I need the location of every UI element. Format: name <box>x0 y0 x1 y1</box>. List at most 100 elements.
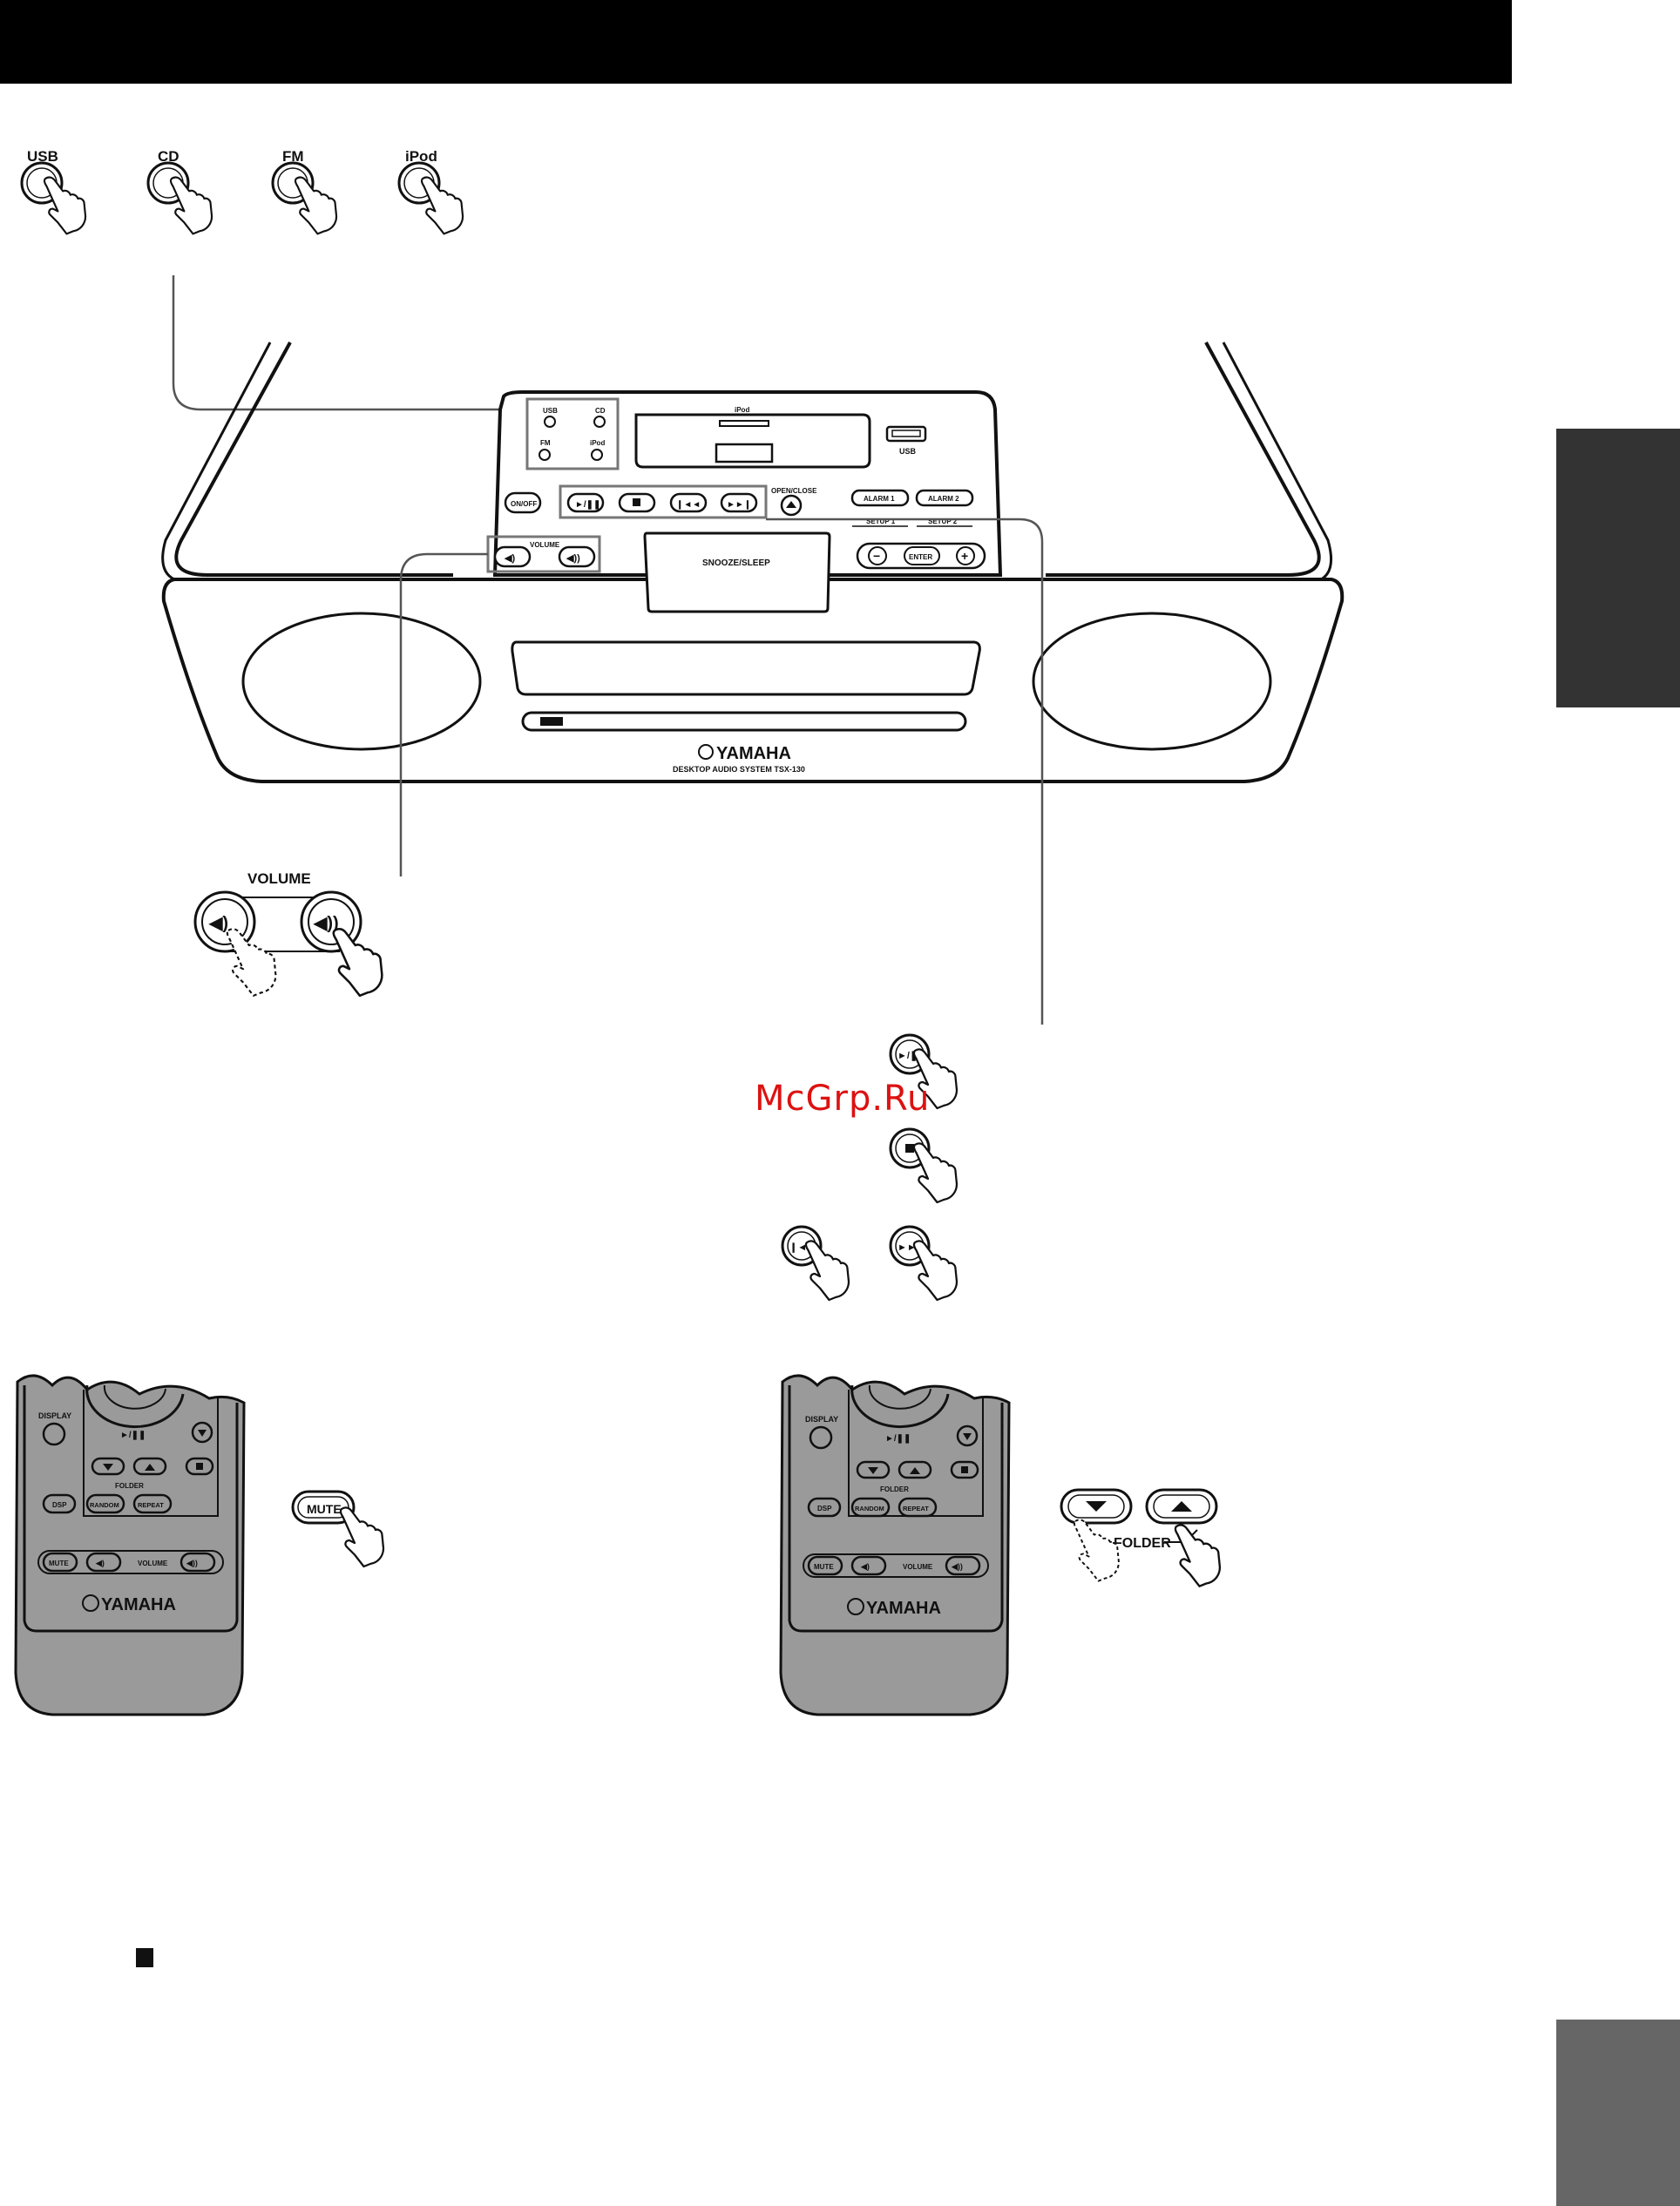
remote-volume-down-button[interactable] <box>850 1555 887 1576</box>
press-finger-icon <box>912 1142 959 1204</box>
remote-display-button[interactable] <box>809 1425 833 1450</box>
unit-skip-forward-button[interactable] <box>720 492 758 513</box>
remote-random-label: RANDOM <box>90 1501 119 1509</box>
press-finger-icon <box>294 176 338 235</box>
remote-random-label: RANDOM <box>855 1505 884 1512</box>
remote-mute-label: MUTE <box>814 1563 834 1571</box>
unit-src-fm-label: FM <box>540 439 551 447</box>
alarm2-button[interactable] <box>915 489 974 507</box>
folder-up-icon <box>145 1464 155 1471</box>
unit-volume-down-button[interactable] <box>493 545 532 568</box>
source-button-cd[interactable]: CD <box>146 148 213 235</box>
remote-dsp-label: DSP <box>52 1501 67 1509</box>
unit-src-usb-label: USB <box>543 407 558 415</box>
minus-button[interactable] <box>868 546 887 565</box>
enter-button[interactable] <box>904 546 940 565</box>
source-label-fm: FM <box>282 148 304 165</box>
source-button-fm[interactable]: FM <box>271 148 338 235</box>
remote-repeat-button[interactable] <box>898 1497 938 1518</box>
volume-callout-label: VOLUME <box>247 870 311 887</box>
alarm1-button[interactable] <box>850 489 910 507</box>
power-label: ON/OFF <box>511 500 537 508</box>
remote-mute-button[interactable] <box>807 1555 843 1576</box>
remote-repeat-label: REPEAT <box>903 1505 929 1512</box>
remote-random-button[interactable] <box>850 1497 891 1518</box>
remote-mute-button[interactable] <box>42 1552 78 1573</box>
remote-brand: YAMAHA <box>101 1595 176 1614</box>
play-pause-icon: ►/❚❚ <box>575 500 600 510</box>
volume-up-icon: ◀)) <box>186 1559 198 1567</box>
folder-down-icon <box>868 1467 878 1474</box>
unit-src-fm-button[interactable] <box>539 449 551 461</box>
remote-volume-label: VOLUME <box>903 1563 933 1571</box>
volume-callout: VOLUME ◀) ◀)) <box>193 870 383 998</box>
page-tab <box>1556 2020 1680 2206</box>
volume-up-icon: ◀)) <box>566 553 580 564</box>
folder-callout-label: FOLDER <box>1114 1536 1171 1551</box>
remote-dsp-button[interactable] <box>807 1497 842 1518</box>
remote-display-button[interactable] <box>42 1422 66 1446</box>
unit-src-ipod-label: iPod <box>590 439 605 447</box>
folder-up-icon <box>910 1467 920 1474</box>
folder-down-icon <box>1086 1501 1107 1512</box>
snooze-sleep-button[interactable] <box>643 531 831 613</box>
unit-brand: YAMAHA <box>716 744 791 763</box>
remote-mute-label: MUTE <box>49 1560 69 1567</box>
audio-unit: YAMAHA DESKTOP AUDIO SYSTEM TSX-130 USB … <box>161 342 1345 783</box>
remote-right: DISPLAY ►/❚❚ FOLDER DSP RANDOM REPEAT MU… <box>779 1374 1011 1716</box>
remote-repeat-button[interactable] <box>132 1493 173 1514</box>
press-finger-icon <box>912 1240 959 1302</box>
skip-forward-icon: ►►❙ <box>727 500 751 510</box>
unit-src-cd-button[interactable] <box>593 416 606 428</box>
press-finger-icon <box>1174 1524 1222 1587</box>
ipod-dock <box>634 413 871 469</box>
remote-volume-up-button[interactable] <box>180 1552 216 1573</box>
unit-dock-label: iPod <box>735 406 749 414</box>
unit-skip-back-button[interactable] <box>669 492 708 513</box>
watermark: McGrp.Ru <box>755 1079 931 1119</box>
snooze-label: SNOOZE/SLEEP <box>702 558 770 568</box>
plus-button[interactable] <box>956 546 975 565</box>
remote-play-pause-icon: ►/❚❚ <box>120 1431 146 1440</box>
remote-volume-up-button[interactable] <box>945 1555 981 1576</box>
unit-model: DESKTOP AUDIO SYSTEM TSX-130 <box>673 765 805 774</box>
volume-up-icon: ◀)) <box>951 1562 963 1571</box>
source-button-ipod[interactable]: iPod <box>397 148 464 235</box>
section-tab <box>1556 429 1680 707</box>
remote-folder-label: FOLDER <box>880 1485 909 1493</box>
section-bullet <box>136 1948 153 1967</box>
remote-folder-label: FOLDER <box>115 1482 144 1490</box>
unit-volume-label: VOLUME <box>530 541 560 549</box>
usb-port-label: USB <box>899 447 917 456</box>
remote-display-label: DISPLAY <box>38 1411 71 1420</box>
header-bar <box>0 0 1512 84</box>
open-close-label: OPEN/CLOSE <box>771 487 817 495</box>
source-label-ipod: iPod <box>405 148 437 165</box>
skip-back-icon: ❙◄◄ <box>676 500 701 510</box>
stop-icon <box>633 498 640 506</box>
press-finger-icon <box>804 1240 850 1302</box>
leader-line-volume <box>399 552 488 876</box>
remote-dsp-button[interactable] <box>42 1493 77 1514</box>
unit-src-usb-button[interactable] <box>544 416 556 428</box>
unit-src-ipod-button[interactable] <box>591 449 603 461</box>
unit-play-pause-button[interactable] <box>566 492 605 513</box>
remote-random-button[interactable] <box>85 1493 125 1514</box>
press-finger-icon <box>332 927 383 998</box>
setup2-label: SETUP 2 <box>928 518 958 525</box>
remote-brand: YAMAHA <box>866 1599 941 1618</box>
remote-volume-down-button[interactable] <box>85 1552 122 1573</box>
unit-source-box <box>525 397 620 470</box>
remote-volume-label: VOLUME <box>138 1560 168 1567</box>
folder-down-icon <box>103 1464 113 1471</box>
remote-display-label: DISPLAY <box>805 1415 838 1424</box>
alarm2-label: ALARM 2 <box>928 495 959 503</box>
minus-label: − <box>873 549 880 563</box>
power-button[interactable] <box>504 491 542 514</box>
eject-icon <box>786 501 796 508</box>
unit-volume-up-button[interactable] <box>558 545 596 568</box>
source-button-usb[interactable]: USB <box>20 148 87 235</box>
leader-line-source <box>172 275 532 411</box>
folder-callout: FOLDER <box>1060 1488 1222 1587</box>
